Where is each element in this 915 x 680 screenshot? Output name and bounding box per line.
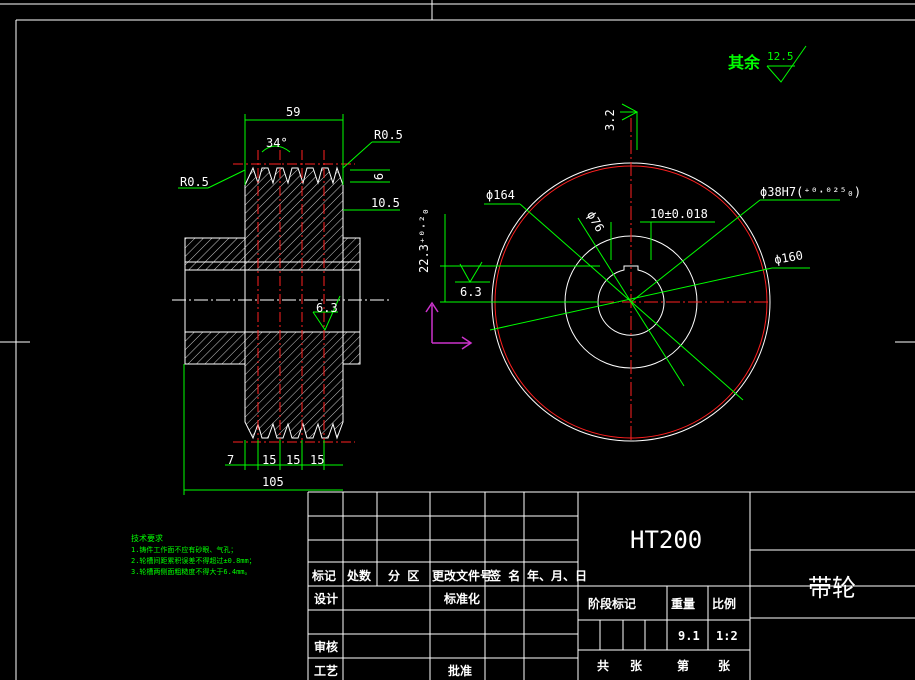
dim-9: 9 xyxy=(371,173,385,180)
title-block xyxy=(307,491,915,680)
general-roughness-label: 其余 xyxy=(728,53,761,72)
dim-phi160: ϕ160 xyxy=(773,248,804,267)
label-sheet-no: 第 xyxy=(677,658,689,673)
dim-phi38h7: ϕ38H7(⁺⁰·⁰²⁵₀) xyxy=(760,185,861,199)
header-mark: 标记 xyxy=(311,568,336,583)
label-process: 工艺 xyxy=(314,663,338,678)
section-view: 59 34° R0.5 R0.5 9 10.5 6.3 7 15 15 15 1… xyxy=(172,105,403,495)
tech-req-line-1: 1.铸件工作面不应有砂眼、气孔； xyxy=(131,545,237,554)
roughness-6-3-side: 6.3 xyxy=(460,285,482,299)
section-hatch-lower xyxy=(184,331,361,440)
title-block-text: HT200 带轮 标记 处数 分 区 更改文件号 签 名 年、月、日 设计 标准… xyxy=(311,526,856,678)
label-stage-mark: 阶段标记 xyxy=(588,596,636,611)
roughness-6-3-section: 6.3 xyxy=(316,301,338,315)
bore-with-keyway xyxy=(597,265,665,336)
label-design: 设计 xyxy=(314,591,338,606)
dim-15a: 15 xyxy=(262,453,276,467)
label-standardize: 标准化 xyxy=(443,591,480,606)
dim-15b: 15 xyxy=(286,453,300,467)
dim-keyway-width: 10±0.018 xyxy=(650,207,708,221)
dim-7: 7 xyxy=(227,453,234,467)
dim-105: 105 xyxy=(262,475,284,489)
dim-keyway-depth: 22.3⁺⁰·²₀ xyxy=(417,208,431,273)
header-change-doc: 更改文件号 xyxy=(432,568,492,583)
header-count: 处数 xyxy=(346,568,372,583)
header-zone: 分 区 xyxy=(388,568,419,583)
general-roughness-value: 12.5 xyxy=(767,50,794,63)
label-approve: 批准 xyxy=(448,663,472,678)
tech-req-title: 技术要求 xyxy=(131,533,163,543)
header-date: 年、月、日 xyxy=(527,568,587,583)
dim-15c: 15 xyxy=(310,453,324,467)
dim-phi164: ϕ164 xyxy=(486,188,515,202)
general-roughness-mark: 其余 12.5 xyxy=(728,45,807,83)
label-scale: 比例 xyxy=(712,596,736,611)
label-total: 共 xyxy=(597,658,609,673)
ucs-icon xyxy=(425,301,473,350)
dim-59: 59 xyxy=(286,105,300,119)
label-review: 审核 xyxy=(314,639,338,654)
label-sheet-unit: 张 xyxy=(718,658,731,673)
tech-req-line-3: 3.轮槽两侧面粗糙度不得大于6.4mm。 xyxy=(131,567,252,576)
value-scale: 1:2 xyxy=(716,629,738,643)
part-name-text: 带轮 xyxy=(808,574,856,602)
roughness-3-2: 3.2 xyxy=(603,109,617,131)
dim-r05-left: R0.5 xyxy=(180,175,209,189)
dim-34deg: 34° xyxy=(266,136,288,150)
tech-req-line-2: 2.轮槽间距累积误差不得超过±0.8mm； xyxy=(131,556,256,565)
material-text: HT200 xyxy=(630,526,702,554)
dim-r05-right: R0.5 xyxy=(374,128,403,142)
dim-10-5: 10.5 xyxy=(371,196,400,210)
header-sign: 签 名 xyxy=(488,568,520,583)
value-weight: 9.1 xyxy=(678,629,700,643)
tech-requirements: 技术要求 1.铸件工作面不应有砂眼、气孔； 2.轮槽间距累积误差不得超过±0.8… xyxy=(131,533,256,576)
label-weight: 重量 xyxy=(671,596,695,611)
label-sheets: 张 xyxy=(630,658,643,673)
